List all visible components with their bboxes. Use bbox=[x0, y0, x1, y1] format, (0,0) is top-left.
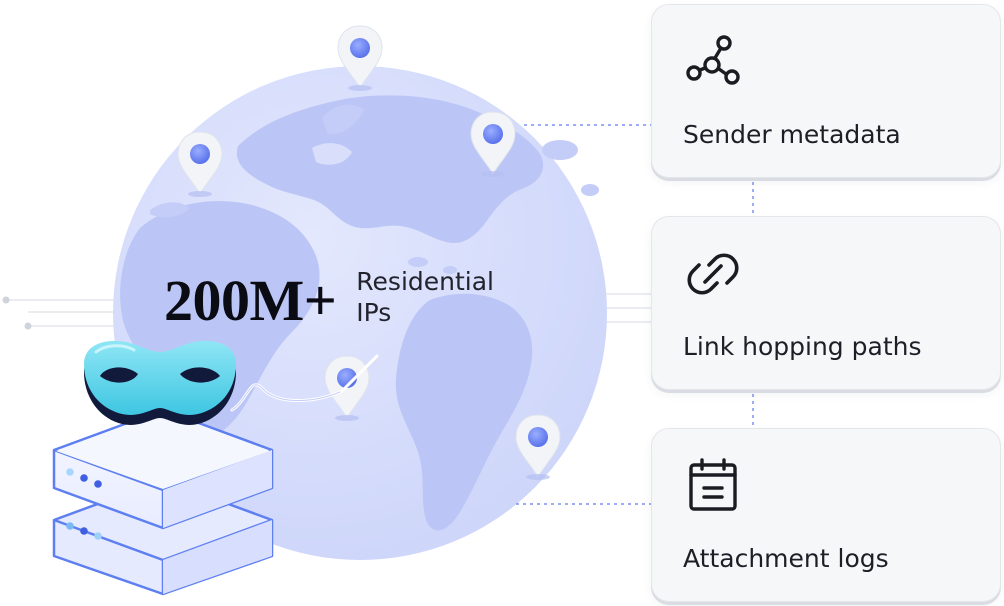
ip-count-headline: 200M+ Residential IPs bbox=[164, 266, 494, 330]
map-pin-icon bbox=[324, 354, 379, 421]
server-stack-icon bbox=[52, 408, 274, 596]
map-pin-icon bbox=[177, 131, 223, 197]
map-pin-icon bbox=[470, 111, 516, 177]
card-sender-metadata: Sender metadata bbox=[651, 4, 1001, 178]
mask-icon bbox=[84, 340, 236, 425]
network-nodes-icon bbox=[686, 35, 740, 85]
ip-count-number: 200M+ bbox=[164, 268, 337, 333]
connector-lines bbox=[516, 124, 754, 505]
ip-count-caption-line-1: Residential bbox=[356, 267, 495, 296]
card-label: Attachment logs bbox=[683, 544, 889, 573]
card-label: Link hopping paths bbox=[683, 332, 922, 361]
link-chain-icon bbox=[687, 253, 739, 295]
ip-count-caption-line-2: IPs bbox=[356, 298, 392, 327]
map-pin-icon bbox=[515, 414, 561, 480]
map-pin-icon bbox=[337, 25, 383, 91]
calendar-log-icon bbox=[689, 458, 737, 511]
card-label: Sender metadata bbox=[683, 120, 901, 149]
ip-count-caption: Residential IPs bbox=[356, 266, 494, 328]
card-link-hopping-paths: Link hopping paths bbox=[651, 216, 1001, 390]
card-attachment-logs: Attachment logs bbox=[651, 428, 1001, 602]
